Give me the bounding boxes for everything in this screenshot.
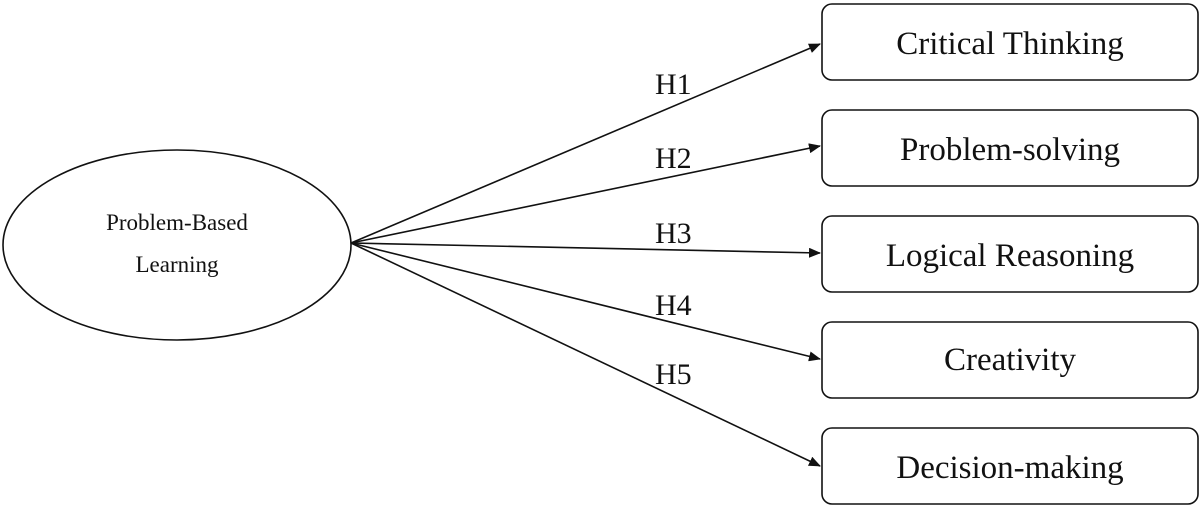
hypothesis-label-h1: H1 bbox=[655, 68, 692, 101]
target-node-2: Problem-solving bbox=[821, 109, 1199, 187]
target-label-decision-making: Decision-making bbox=[896, 450, 1123, 486]
hypothesis-labels: H1 H2 H3 H4 H5 bbox=[655, 68, 692, 391]
hypothesis-label-h2: H2 bbox=[655, 142, 692, 175]
target-label-critical-thinking: Critical Thinking bbox=[896, 26, 1124, 62]
hypothesis-arrows bbox=[350, 43, 821, 467]
source-node: Problem-Based Learning bbox=[2, 149, 352, 341]
target-node-3: Logical Reasoning bbox=[821, 215, 1199, 293]
hypothesis-label-h4: H4 bbox=[655, 289, 692, 322]
hypothesis-label-h3: H3 bbox=[655, 217, 692, 250]
target-label-creativity: Creativity bbox=[944, 342, 1076, 378]
arrow-h3 bbox=[350, 242, 821, 258]
target-node-1: Critical Thinking bbox=[821, 3, 1199, 81]
target-label-logical-reasoning: Logical Reasoning bbox=[886, 238, 1134, 274]
source-label-line-2: Learning bbox=[135, 252, 219, 277]
arrow-h1 bbox=[350, 43, 821, 244]
arrow-h4 bbox=[350, 242, 821, 362]
target-box bbox=[821, 215, 1199, 293]
source-label-line-1: Problem-Based bbox=[106, 210, 248, 235]
target-box bbox=[821, 109, 1199, 187]
target-box bbox=[821, 3, 1199, 81]
hypothesis-label-h5: H5 bbox=[655, 358, 692, 391]
target-box bbox=[821, 321, 1199, 399]
target-box bbox=[821, 427, 1199, 505]
target-node-5: Decision-making bbox=[821, 427, 1199, 505]
source-ellipse bbox=[2, 149, 352, 341]
target-label-problem-solving: Problem-solving bbox=[900, 132, 1120, 168]
target-node-4: Creativity bbox=[821, 321, 1199, 399]
arrow-h2 bbox=[350, 143, 821, 244]
arrow-h5 bbox=[350, 242, 821, 467]
